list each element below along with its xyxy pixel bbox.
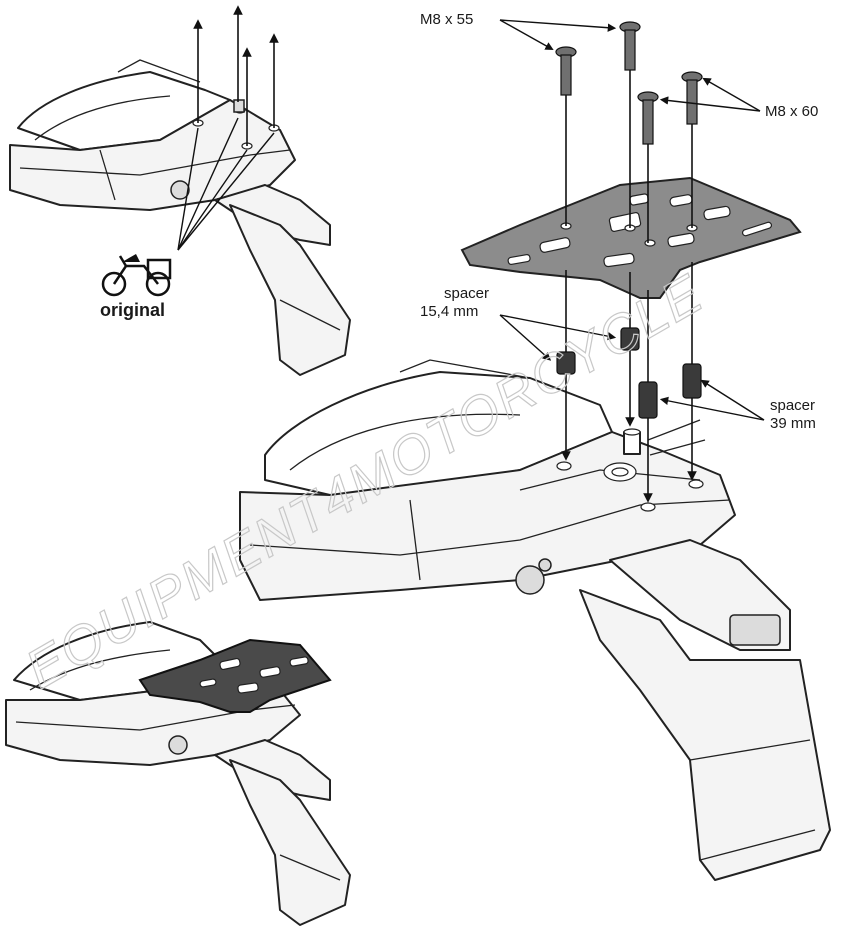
bolt-m8x55-center xyxy=(619,21,641,228)
installed-tail-view xyxy=(5,621,351,926)
main-knob xyxy=(515,565,545,595)
motorcycle-icon xyxy=(101,254,172,297)
original-tail-view xyxy=(9,5,351,376)
original-seat xyxy=(17,71,231,151)
installed-rack-plate xyxy=(138,638,332,713)
spacer-short-label-title: spacer xyxy=(444,285,489,302)
bolts xyxy=(555,21,703,243)
rack-plate xyxy=(460,176,802,299)
installed-fender xyxy=(229,759,351,926)
original-fender xyxy=(229,204,351,376)
spacer-long-label-title: spacer xyxy=(770,397,815,414)
spacer-39-right xyxy=(682,363,702,399)
original-knob xyxy=(170,180,190,200)
bolt-m8x60-center xyxy=(637,91,659,243)
main-tail-view xyxy=(239,359,831,881)
spacer-long-label-size: 39 mm xyxy=(770,415,816,432)
main-reflector xyxy=(729,614,781,646)
spacer-short-label-size: 15,4 mm xyxy=(420,303,478,320)
installed-knob xyxy=(168,735,188,755)
main-fender xyxy=(579,589,831,881)
bolt-m8x60-label: M8 x 60 xyxy=(765,103,818,120)
spacer-39-center xyxy=(638,381,658,419)
bolt-m8x55-label: M8 x 55 xyxy=(420,11,473,28)
bolt-m8x55-left xyxy=(555,46,577,226)
spacers xyxy=(556,262,702,503)
original-label: original xyxy=(100,300,165,320)
